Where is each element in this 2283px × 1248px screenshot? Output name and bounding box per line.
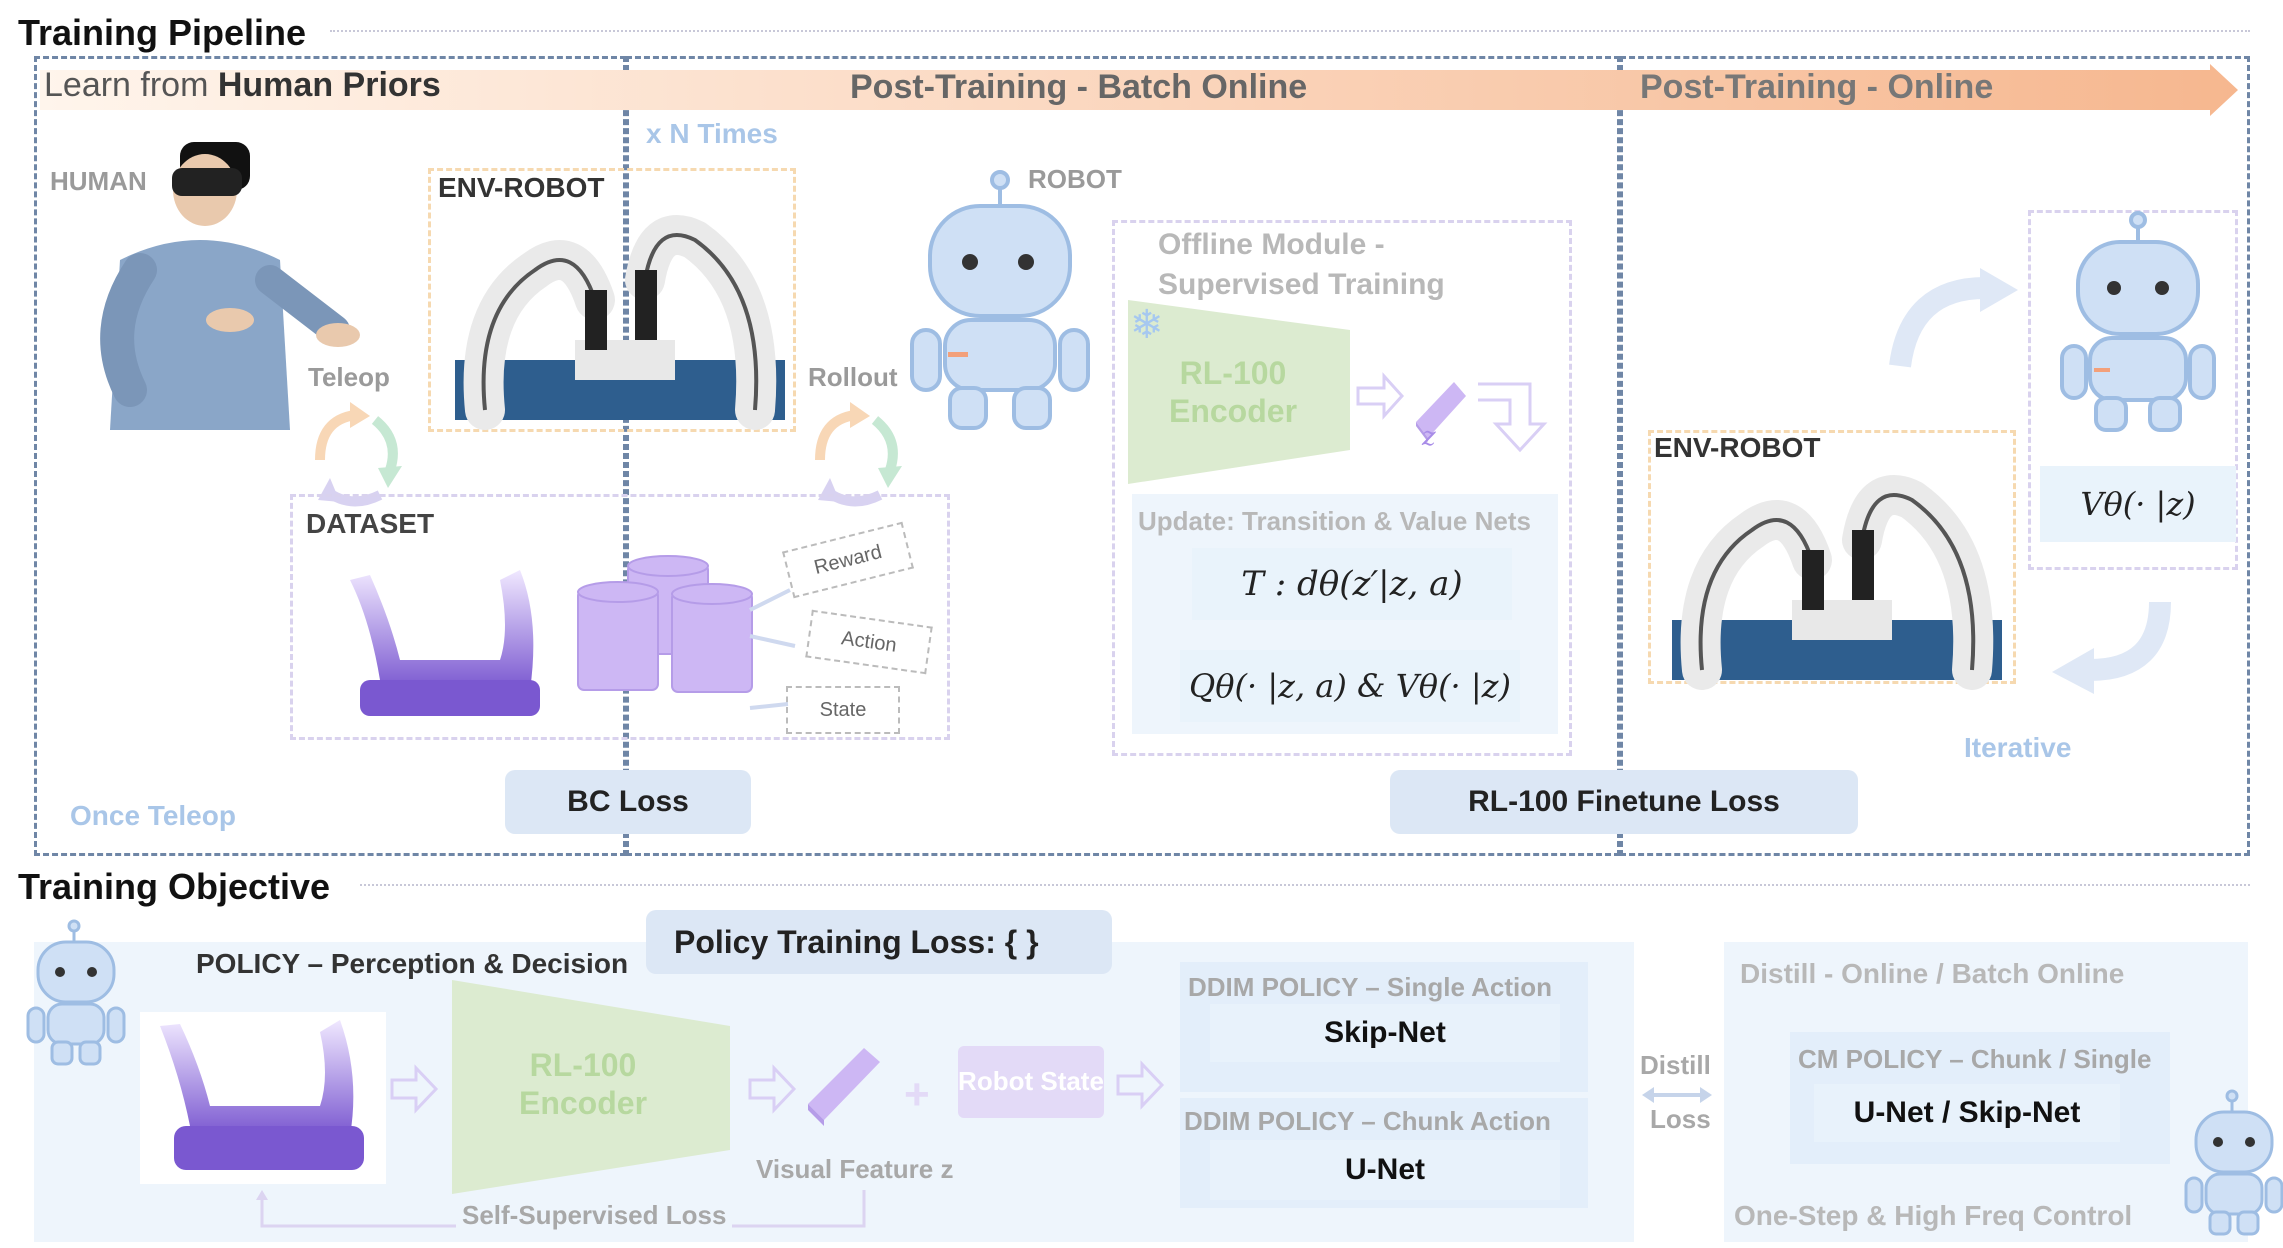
once-teleop-label: Once Teleop xyxy=(70,800,236,831)
unet-skipnet-box: U-Net / Skip-Net xyxy=(1814,1084,2120,1142)
ddim-chunk-label: DDIM POLICY – Chunk Action xyxy=(1184,1106,1551,1136)
state-tag: State xyxy=(786,686,900,734)
offline-module-label: Offline Module - xyxy=(1158,228,1385,261)
iterative-arrow-bottom xyxy=(2052,601,2171,694)
learn-label: Learn from Human Priors xyxy=(44,66,441,104)
offline-encoder-shape xyxy=(1128,300,1350,484)
arrow-to-feature xyxy=(748,1064,797,1114)
dataset-frame xyxy=(290,494,950,740)
cm-policy-label: CM POLICY – Chunk / Single xyxy=(1798,1044,2152,1074)
objective-divider xyxy=(360,884,2250,886)
robot-arms-image xyxy=(455,215,785,430)
distill-arrow xyxy=(1642,1087,1712,1103)
distill-header: Distill - Online / Batch Online xyxy=(1740,958,2125,989)
bc-loss-pill: BC Loss xyxy=(505,770,751,834)
rollout-label: Rollout xyxy=(808,362,898,392)
distill-robot-icon xyxy=(2184,1089,2283,1236)
skip-net-box: Skip-Net xyxy=(1210,1004,1560,1062)
arrow-to-policy xyxy=(1116,1060,1165,1110)
ddim-single-label: DDIM POLICY – Single Action xyxy=(1188,972,1553,1002)
online-robot-arms-image xyxy=(1672,475,2002,690)
online-frame xyxy=(1620,56,2250,856)
supervised-label: Supervised Training xyxy=(1158,268,1445,301)
policy-loss-pill: Policy Training Loss: { } xyxy=(646,910,1112,974)
human-priors-frame xyxy=(34,56,626,856)
snowflake-icon: ❄ xyxy=(1130,303,1164,347)
offline-encoder-label: RL-100 Encoder xyxy=(1168,355,1298,430)
batch-online-label: Post-Training - Batch Online xyxy=(850,68,1308,106)
arrow-to-encoder xyxy=(390,1064,439,1114)
online-label: Post-Training - Online xyxy=(1640,68,1994,106)
transition-equation: T : dθ(z′|z, a) xyxy=(1192,548,1512,620)
offline-module-frame xyxy=(1112,220,1572,756)
objective-title: Training Objective xyxy=(18,866,331,907)
objective-encoder-label: RL-100 Encoder xyxy=(518,1047,648,1122)
latent-z-label: z xyxy=(1422,422,1436,452)
robot-state-box: Robot State xyxy=(958,1046,1104,1118)
distill-loss-label: Loss xyxy=(1650,1104,1711,1134)
online-robot-icon xyxy=(2060,211,2216,432)
title-divider xyxy=(330,30,2250,32)
one-step-label: One-Step & High Freq Control xyxy=(1734,1200,2133,1231)
value-equation: Qθ(· |z, a) & Vθ(· |z) xyxy=(1180,650,1520,722)
robot-icon xyxy=(910,170,1090,430)
env-robot-frame xyxy=(428,168,796,432)
teleop-cycle-icon xyxy=(315,402,402,507)
point-cloud-image xyxy=(350,570,540,716)
human-figure xyxy=(100,142,360,430)
pipeline-title: Training Pipeline xyxy=(18,12,307,53)
human-label: HUMAN xyxy=(50,166,147,196)
self-supervised-label: Self-Supervised Loss xyxy=(456,1200,733,1231)
objective-encoder-shape xyxy=(452,980,730,1194)
batch-online-frame xyxy=(626,56,1620,856)
env-robot-label: ENV-ROBOT xyxy=(438,172,605,203)
database-icon xyxy=(577,555,753,693)
robot-value-frame xyxy=(2028,210,2238,570)
dataset-label: DATASET xyxy=(306,508,435,539)
down-right-arrow xyxy=(1478,382,1548,453)
online-env-robot-label: ENV-ROBOT xyxy=(1654,432,1821,463)
u-net-box: U-Net xyxy=(1210,1140,1560,1200)
iterative-arrow-top xyxy=(1889,268,2018,368)
online-env-robot-frame xyxy=(1648,430,2016,684)
visual-feature-label: Visual Feature z xyxy=(756,1154,954,1184)
policy-label: POLICY – Perception & Decision xyxy=(196,948,629,979)
n-times-label: x N Times xyxy=(646,118,778,149)
distill-label: Distill xyxy=(1640,1050,1711,1080)
robot-label: ROBOT xyxy=(1028,164,1122,194)
finetune-loss-pill: RL-100 Finetune Loss xyxy=(1390,770,1858,834)
latent-z-shape xyxy=(1356,372,1466,442)
update-label: Update: Transition & Value Nets xyxy=(1138,506,1531,536)
online-value-equation: Vθ(· |z) xyxy=(2040,466,2236,542)
objective-point-cloud-image xyxy=(160,1020,364,1170)
iterative-label: Iterative xyxy=(1964,732,2072,763)
teleop-label: Teleop xyxy=(308,362,390,392)
dataset-input-arrows xyxy=(749,588,796,710)
plus-icon: + xyxy=(904,1070,930,1119)
visual-feature-shape xyxy=(808,1048,880,1126)
policy-robot-icon xyxy=(26,919,126,1066)
stage-arrow xyxy=(40,64,2238,116)
